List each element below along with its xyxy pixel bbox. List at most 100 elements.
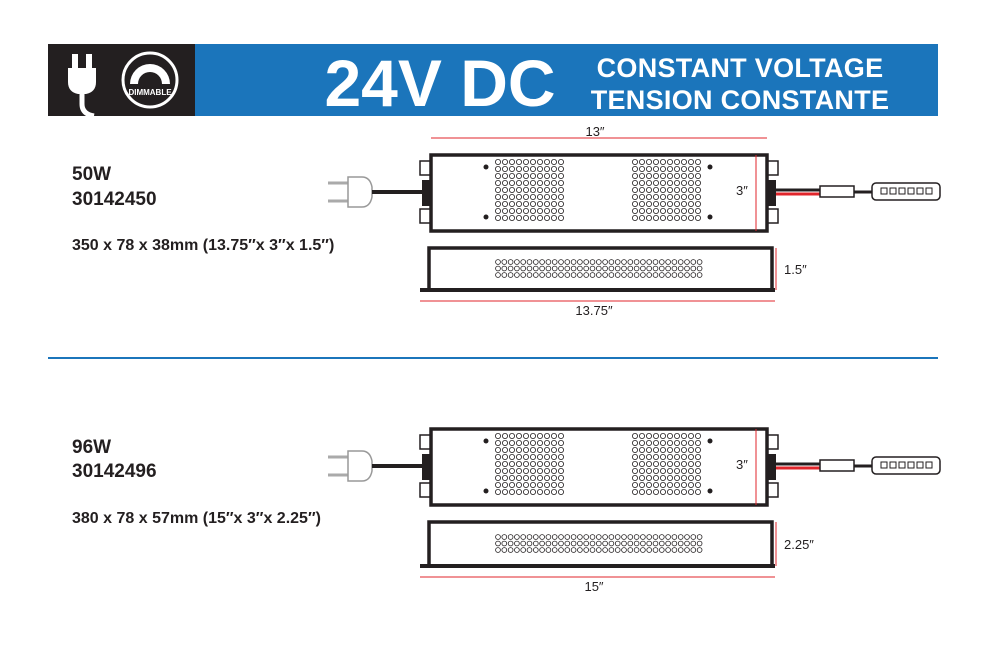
vent-hole <box>595 259 602 265</box>
vent-hole <box>652 208 659 215</box>
vent-hole <box>522 489 529 496</box>
vent-hole <box>543 194 550 201</box>
vent-hole <box>621 534 627 540</box>
vent-hole <box>539 534 545 540</box>
vent-hole <box>673 433 680 440</box>
vent-hole <box>545 259 552 265</box>
driver-top-view <box>429 153 769 233</box>
vent-hole <box>645 433 652 440</box>
vent-hole <box>677 534 684 540</box>
input-gland <box>422 454 432 480</box>
output-port <box>916 187 924 195</box>
vent-hole <box>665 547 671 553</box>
vent-hole <box>508 159 515 166</box>
vent-hole <box>589 265 596 272</box>
vent-hole <box>529 201 536 208</box>
vent-hole <box>529 489 536 496</box>
vent-hole <box>583 259 590 265</box>
dimension-label-base: 15″ <box>584 579 603 594</box>
vent-hole <box>551 272 558 278</box>
vent-hole <box>684 540 690 547</box>
vent-hole <box>631 475 638 482</box>
vent-hole <box>659 159 666 166</box>
vent-hole <box>539 265 545 272</box>
vent-hole <box>652 468 659 475</box>
vent-hole <box>673 180 680 187</box>
vent-hole <box>501 159 508 166</box>
vent-hole <box>640 259 646 265</box>
vent-hole <box>550 489 557 496</box>
vent-hole <box>666 187 673 194</box>
vent-hole <box>671 259 678 265</box>
vent-hole <box>550 433 557 440</box>
output-port <box>898 187 906 195</box>
vent-hole <box>501 454 508 461</box>
vent-hole <box>508 208 515 215</box>
vent-hole <box>539 540 545 547</box>
vent-hole <box>677 265 684 272</box>
vent-hole <box>529 468 536 475</box>
vent-hole <box>536 475 543 482</box>
vent-hole <box>659 194 666 201</box>
vent-hole <box>508 215 515 222</box>
vent-hole <box>633 540 640 547</box>
vent-hole <box>694 194 701 201</box>
vent-hole <box>522 447 529 454</box>
vent-hole <box>666 461 673 468</box>
vent-hole <box>673 440 680 447</box>
vent-hole <box>652 180 659 187</box>
vent-hole <box>539 272 545 278</box>
vent-hole <box>677 272 684 278</box>
vent-hole <box>680 166 687 173</box>
vent-hole <box>631 173 638 180</box>
vent-hole <box>557 461 564 468</box>
vent-hole <box>665 265 671 272</box>
vent-hole <box>687 201 694 208</box>
vent-hole <box>694 433 701 440</box>
vent-hole <box>614 272 621 278</box>
vent-hole <box>640 547 646 553</box>
vent-hole <box>680 454 687 461</box>
screw-hole <box>483 438 489 444</box>
vent-hole <box>507 534 514 540</box>
vent-hole <box>687 440 694 447</box>
vent-hole <box>558 259 564 265</box>
dimension-label-base: 13.75″ <box>575 303 613 318</box>
vent-hole <box>687 159 694 166</box>
vent-hole <box>652 215 659 222</box>
vent-hole <box>666 173 673 180</box>
vent-hole <box>645 201 652 208</box>
vent-hole <box>652 482 659 489</box>
vent-hole <box>522 215 529 222</box>
screw-hole <box>483 214 489 220</box>
vent-hole <box>543 208 550 215</box>
vent-hole <box>515 489 522 496</box>
vent-hole <box>645 173 652 180</box>
output-port <box>889 187 897 195</box>
vent-hole <box>687 468 694 475</box>
vent-hole <box>680 180 687 187</box>
vent-hole <box>514 534 520 540</box>
vent-hole <box>696 547 703 553</box>
vent-hole <box>652 447 659 454</box>
vent-hole <box>557 201 564 208</box>
output-port <box>889 461 897 469</box>
output-port <box>916 461 924 469</box>
vent-hole <box>522 208 529 215</box>
vent-hole <box>690 272 697 278</box>
vent-hole <box>543 447 550 454</box>
vent-hole <box>515 180 522 187</box>
vent-hole <box>550 194 557 201</box>
vent-hole <box>652 187 659 194</box>
vent-hole <box>627 534 634 540</box>
vent-hole <box>507 272 514 278</box>
vent-hole <box>659 461 666 468</box>
vent-hole <box>551 259 558 265</box>
vent-hole <box>522 194 529 201</box>
vent-hole <box>673 208 680 215</box>
vent-hole <box>494 173 501 180</box>
vent-hole <box>684 265 690 272</box>
vent-hole <box>638 475 645 482</box>
vent-hole <box>551 265 558 272</box>
product-drawing-50w: 13″3″1.5″13.75″ <box>328 124 941 318</box>
